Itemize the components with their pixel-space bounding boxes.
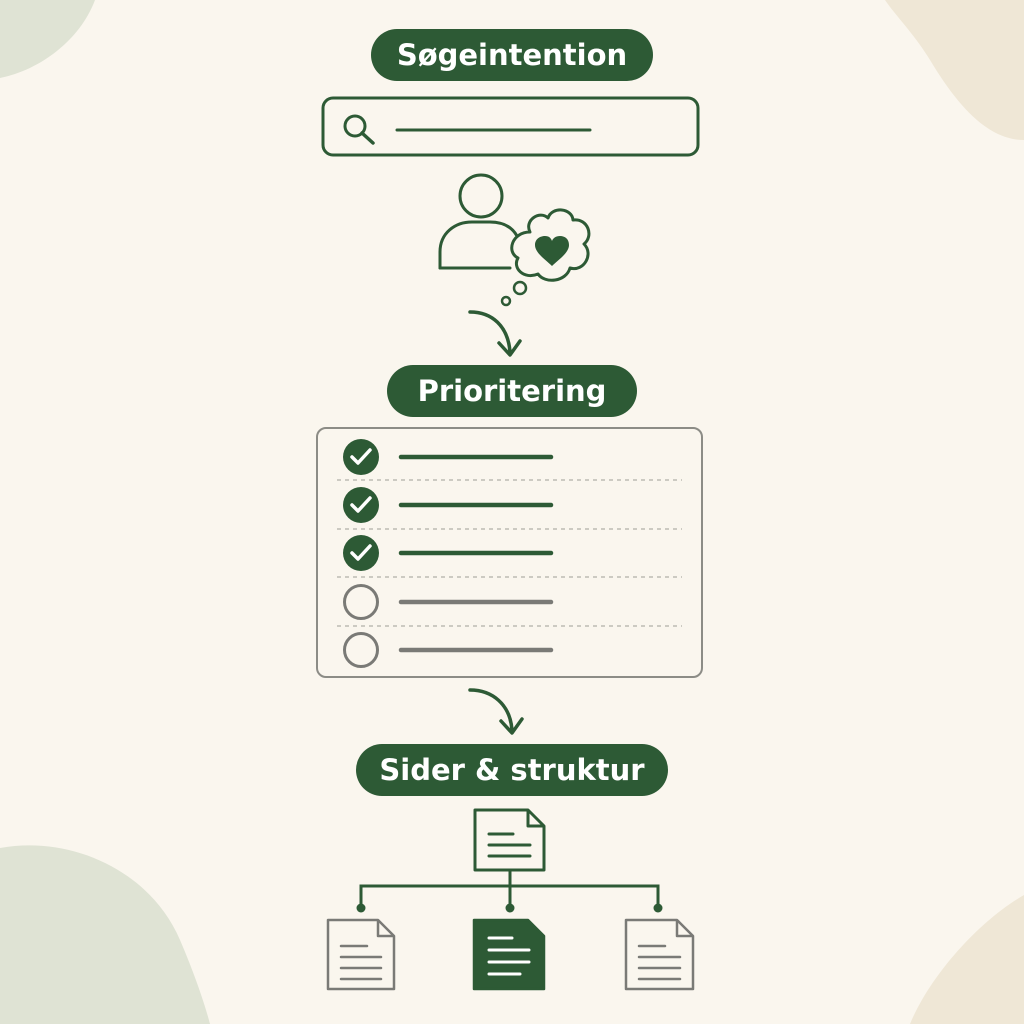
checklist-item (343, 632, 554, 668)
step-label-pages-structure: Sider & struktur (356, 744, 668, 796)
empty-circle-icon (343, 632, 379, 668)
checklist-item (343, 535, 554, 571)
check-circle-icon (343, 487, 379, 523)
checklist-item (343, 584, 554, 620)
sitemap-tree (326, 808, 695, 991)
document-icon (472, 918, 546, 991)
search-bar (321, 96, 700, 157)
checklist-item (343, 487, 554, 523)
arrow-down-icon (468, 688, 524, 735)
arrow-down-icon (468, 310, 522, 357)
checklist-card (316, 427, 703, 678)
check-circle-icon (343, 535, 379, 571)
heart-thought-icon (500, 208, 591, 307)
user-icon (438, 173, 519, 270)
search-icon (343, 114, 375, 145)
checklist-item (343, 439, 554, 475)
empty-circle-icon (343, 584, 379, 620)
document-icon (326, 918, 396, 991)
document-icon (624, 918, 695, 991)
step-label-prioritization: Prioritering (387, 365, 637, 417)
step-label-search-intent: Søgeintention (371, 29, 653, 81)
check-circle-icon (343, 439, 379, 475)
